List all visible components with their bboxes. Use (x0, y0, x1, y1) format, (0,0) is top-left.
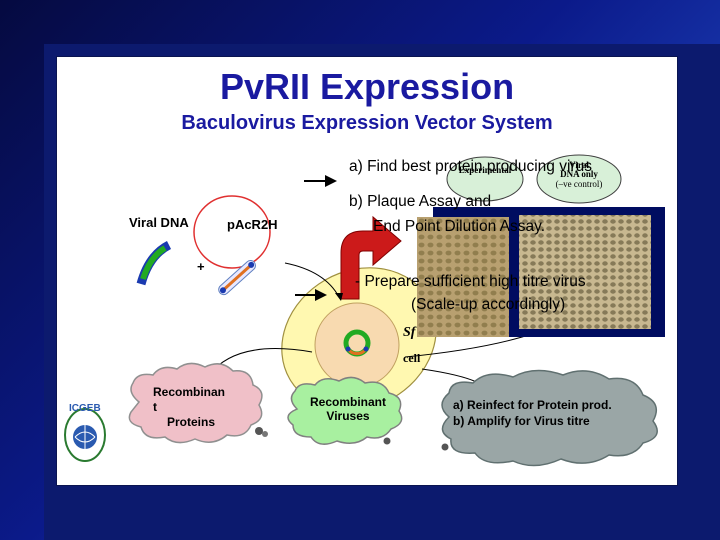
control-label-top: Viral (569, 160, 589, 170)
reinfect-line2: b) Amplify for Virus titre (453, 414, 590, 429)
right-arrow-icon (295, 289, 327, 301)
prepare-line2: (Scale-up accordingly) (411, 296, 566, 313)
experimental-plate-icon (446, 156, 524, 202)
control-label-line1: DNA only (560, 169, 598, 180)
proteins-text: Recombinan t Proteins (153, 385, 225, 430)
diagram-canvas: ICGEB (64, 154, 665, 467)
plaque-photo-2 (509, 207, 665, 337)
sf-label: Sf (403, 325, 416, 340)
viruses-line2: Viruses (326, 409, 370, 424)
cloud-recombinant-viruses (287, 376, 403, 445)
viruses-text: Recombinant Viruses (303, 395, 393, 424)
right-arrow-icon (304, 175, 337, 187)
plus-sign: + (197, 259, 205, 274)
reinfect-text: a) Reinfect for Protein prod. b) Amplify… (453, 397, 612, 429)
step-a: a) Find best protein producing virus (349, 158, 592, 175)
plasmid-insert-icon (218, 260, 256, 296)
red-arrow-icon (340, 215, 402, 300)
globe-seal-icon: ICGEB (64, 403, 106, 462)
control-label-line2: (–ve control) (555, 178, 603, 189)
control-plate-icon (536, 154, 622, 204)
slide: PvRII Expression Baculovirus Expression … (56, 56, 678, 486)
cloud-recombinant-proteins (128, 362, 268, 444)
control-label: Viral DNA only (–ve control) (537, 160, 621, 189)
reinfect-line1: a) Reinfect for Protein prod. (453, 398, 612, 412)
proteins-line1: Recombinan (153, 385, 226, 399)
proteins-line3: Proteins (167, 415, 216, 429)
logo-text: ICGEB (69, 403, 101, 414)
plasmid-pacr2h (193, 195, 271, 269)
cell-label: cell (403, 351, 421, 365)
viral-dna-label: Viral DNA (129, 215, 189, 230)
plasmid-label: pAcR2H (227, 217, 278, 232)
slide-subtitle: Baculovirus Expression Vector System (181, 112, 553, 134)
step-b-line1: b) Plaque Assay and (349, 193, 492, 210)
prepare-line1: - Prepare sufficient high titre virus (355, 273, 586, 290)
experimental-label: Experimental (458, 165, 512, 175)
proteins-line2: t (153, 400, 157, 414)
cell-nucleus (314, 302, 400, 388)
viruses-line1: Recombinant (309, 395, 386, 409)
step-b-line2: End Point Dilution Assay. (373, 218, 546, 235)
cloud-reinfect-amplify (441, 369, 658, 467)
slide-title: PvRII Expression (219, 66, 515, 107)
